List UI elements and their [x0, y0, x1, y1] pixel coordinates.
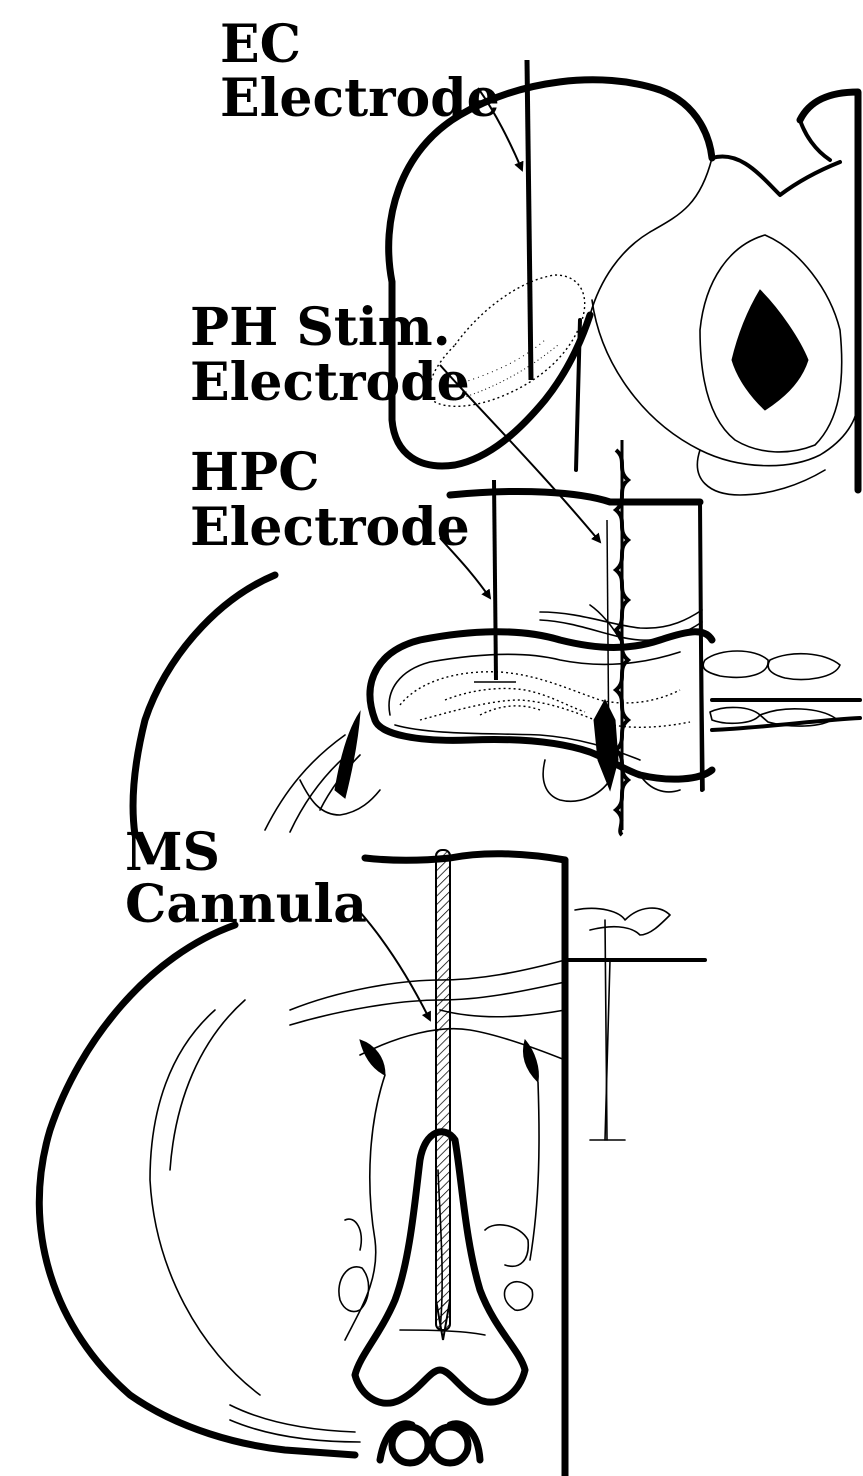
ms-cannula [436, 850, 450, 1340]
ec-label-line1: EC [220, 14, 301, 75]
hpc-label-line1: HPC [190, 442, 320, 503]
hpc-label-line2: Electrode [190, 497, 470, 558]
ec-label-line2: Electrode [220, 68, 500, 129]
aqueduct-shape [732, 290, 808, 410]
hpc-electrode [494, 480, 496, 680]
septal-section [39, 854, 705, 1476]
ph-label-line2: Electrode [190, 352, 470, 413]
ec-electrode [527, 60, 531, 380]
ph-label-line1: PH Stim. [190, 297, 451, 358]
posterior-section [389, 80, 858, 495]
ms-label-line2: Cannula [125, 874, 367, 935]
